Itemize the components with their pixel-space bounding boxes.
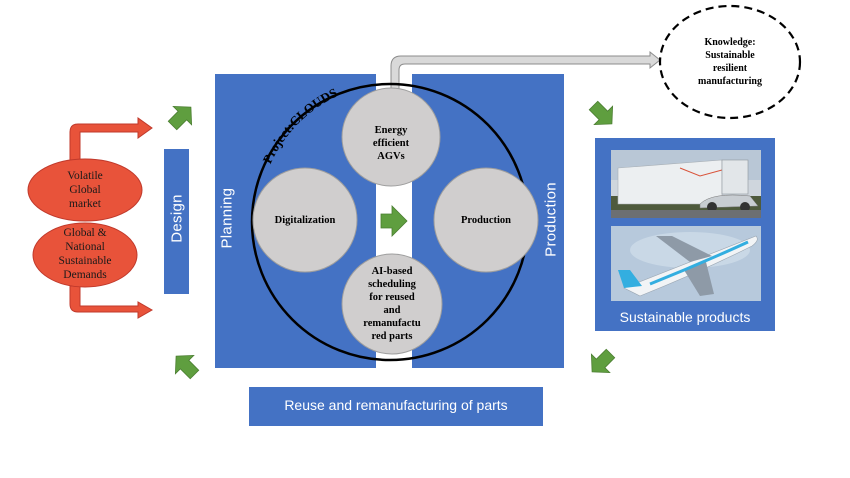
inner-flow-arrow bbox=[380, 205, 408, 237]
node-agv[interactable] bbox=[341, 87, 441, 187]
node-digitalization[interactable] bbox=[252, 167, 358, 273]
node-scheduling[interactable] bbox=[341, 253, 443, 355]
production-label: Production bbox=[542, 182, 560, 257]
driver-volatile-label: Volatile Global market bbox=[67, 170, 103, 210]
design-bar bbox=[164, 149, 189, 294]
flow-arrow-to-design bbox=[174, 354, 200, 380]
driver-demands-ellipse[interactable] bbox=[32, 222, 138, 288]
reuse-label: Reuse and remanufacturing of parts bbox=[284, 397, 508, 413]
driver-demands-label: Global & National Sustainable Demands bbox=[58, 227, 112, 281]
knowledge-ellipse[interactable] bbox=[658, 4, 802, 120]
driver-arrow-bottom bbox=[69, 285, 154, 319]
products-label: Sustainable products bbox=[619, 309, 751, 325]
node-production-label: Production bbox=[461, 215, 511, 226]
reuse-bar bbox=[249, 387, 543, 426]
flow-arrow-to-planning bbox=[167, 105, 193, 131]
node-digitalization-label: Digitalization bbox=[274, 215, 336, 226]
flow-arrow-to-reuse bbox=[590, 348, 616, 374]
driver-volatile-ellipse[interactable] bbox=[27, 158, 143, 222]
knowledge-label: Knowledge: Sustainable resilient manufac… bbox=[698, 37, 762, 87]
design-label: Design bbox=[168, 194, 186, 243]
node-production[interactable] bbox=[433, 167, 539, 273]
flow-arrow-to-products bbox=[588, 100, 614, 126]
airplane-image bbox=[611, 226, 761, 301]
driver-arrow-top bbox=[69, 117, 153, 169]
node-scheduling-label: AI-based scheduling for reused and reman… bbox=[363, 266, 421, 342]
knowledge-arrow bbox=[390, 50, 661, 91]
planning-label: Planning bbox=[218, 187, 236, 249]
node-agv-label: Energy efficient AGVs bbox=[372, 125, 410, 162]
truck-image bbox=[611, 150, 761, 218]
